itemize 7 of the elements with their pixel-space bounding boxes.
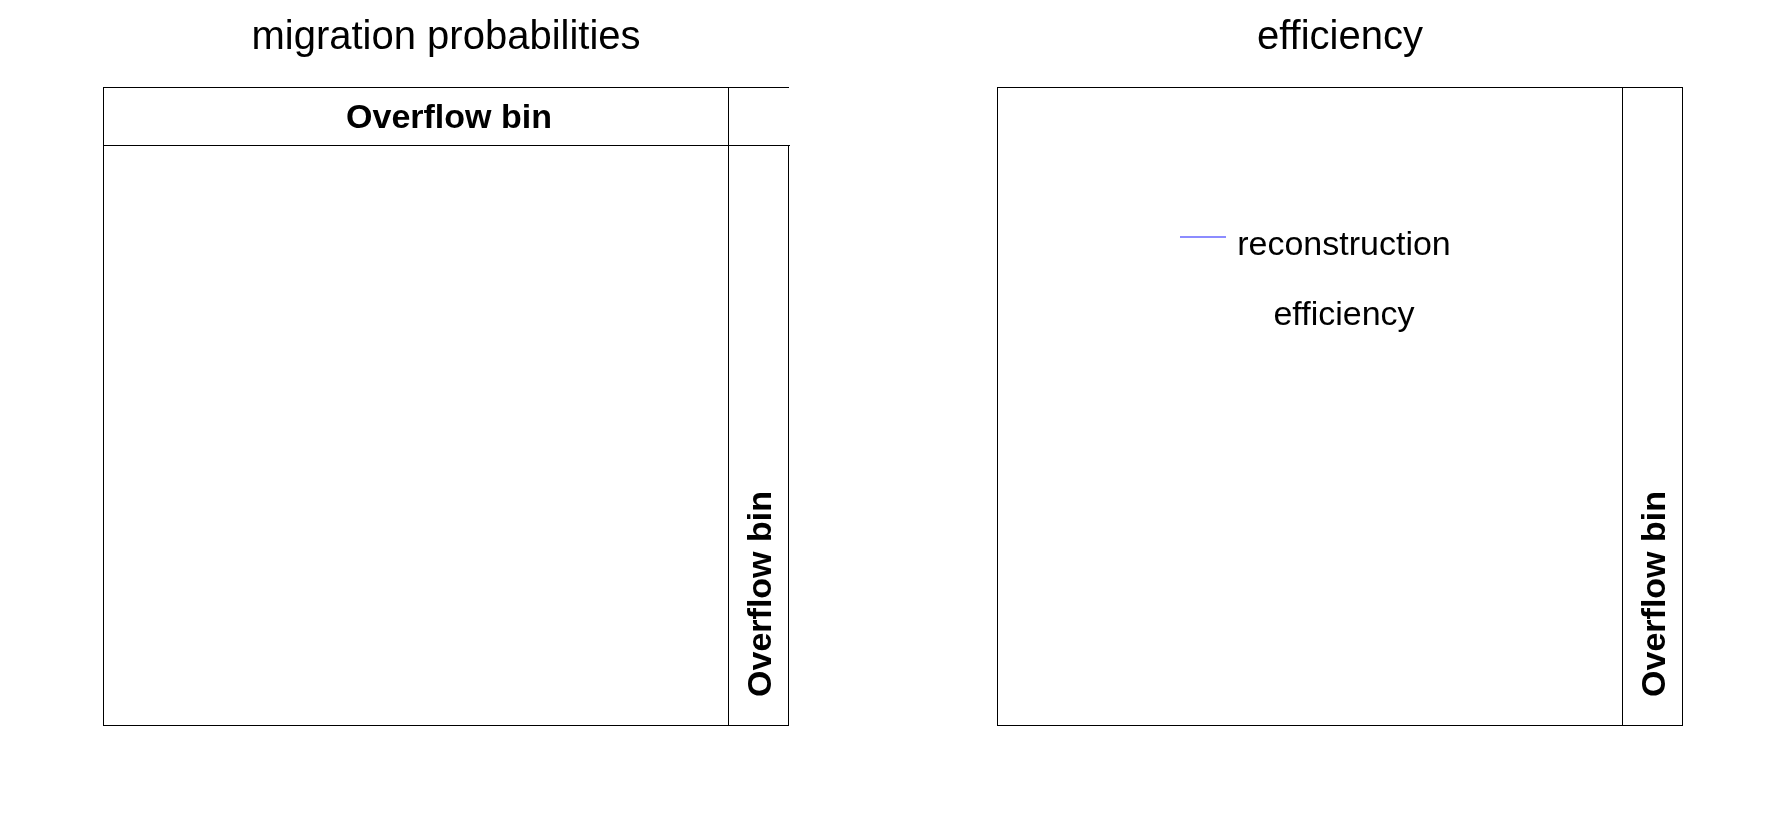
- panel-title: efficiency: [1257, 13, 1423, 57]
- bin-label: Overflow bin: [346, 97, 552, 136]
- bin-label: Overflow bin: [1634, 491, 1673, 697]
- panel-title: migration probabilities: [251, 13, 641, 57]
- legend-label: reconstruction efficiency: [1236, 223, 1452, 334]
- corner-cell: [728, 88, 790, 146]
- bin-label: Overflow bin: [740, 491, 779, 697]
